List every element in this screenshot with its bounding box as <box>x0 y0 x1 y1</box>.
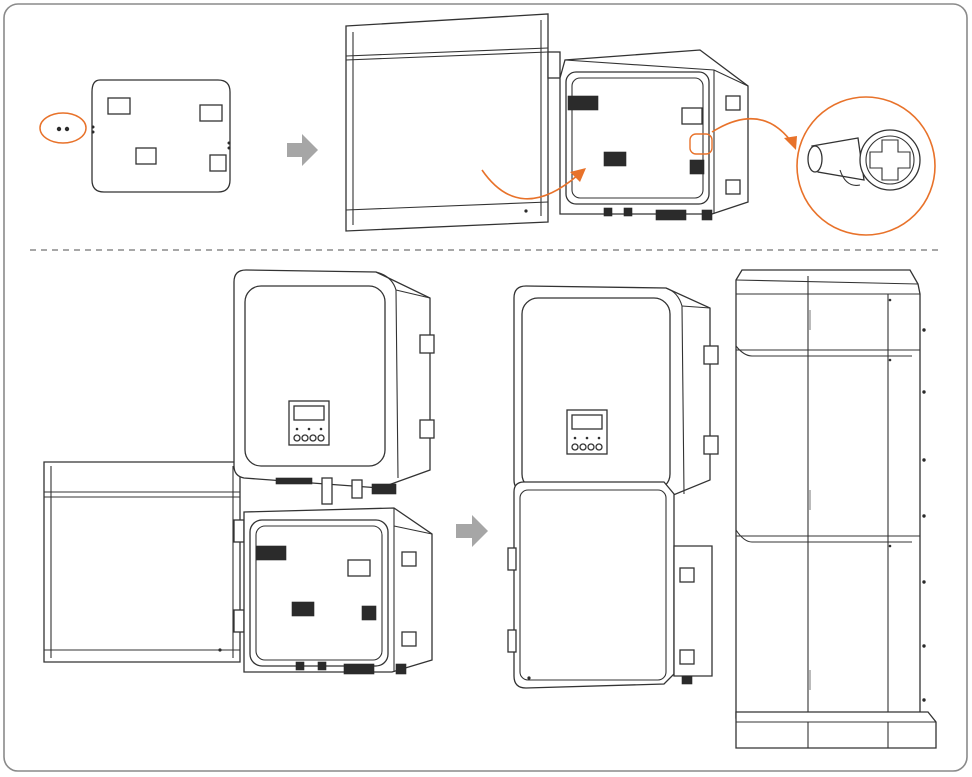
cover-plate <box>91 79 231 193</box>
circle-highlight <box>39 112 87 144</box>
circle-highlight <box>689 133 713 155</box>
screw-detail <box>796 96 936 236</box>
curved-arrow-icon <box>711 118 797 150</box>
battery-stack <box>735 269 937 749</box>
open-wiring-box-door <box>345 13 749 232</box>
curved-arrow-icon <box>481 168 586 200</box>
inverter-on-open-wiring-box <box>43 269 435 675</box>
right-arrow-icon <box>456 515 488 547</box>
closed-assembly <box>507 285 719 689</box>
right-arrow-icon <box>287 134 318 166</box>
